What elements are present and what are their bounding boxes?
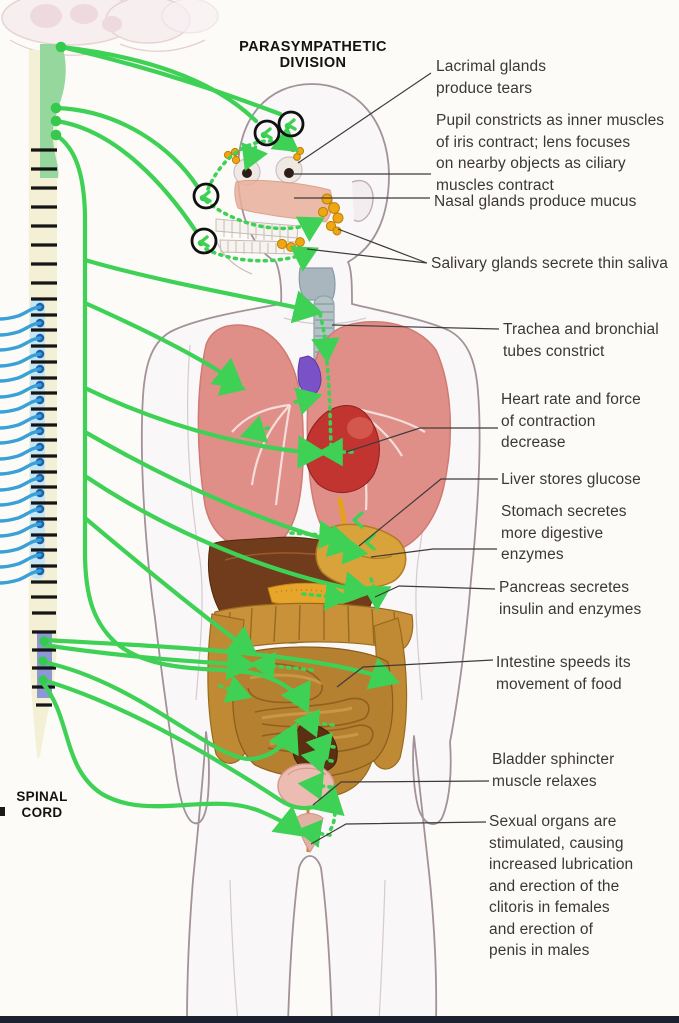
label-heart-rate: Heart rate and force of contraction decr… xyxy=(501,391,641,451)
larynx xyxy=(298,267,336,301)
label-pancreas: Pancreas secretes insulin and enzymes xyxy=(499,579,642,618)
parasympathetic-nerves xyxy=(38,41,400,848)
parotid-gland xyxy=(317,193,344,236)
pterygopalatine-ganglion xyxy=(192,182,220,210)
label-trachea: Trachea and bronchial tubes constrict xyxy=(503,321,659,360)
cropped-text-fragment xyxy=(0,807,5,816)
ganglion-2 xyxy=(277,110,305,138)
nose-maxilla xyxy=(234,179,333,223)
ear xyxy=(351,179,374,222)
label-salivary-glands: Salivary glands secrete thin saliva xyxy=(431,255,668,272)
label-pupil: Pupil constricts as inner muscles of iri… xyxy=(436,112,665,194)
brain-section-sketch xyxy=(1,0,219,56)
face-details xyxy=(213,156,374,275)
vertebra-ticks xyxy=(31,148,57,707)
right-eye xyxy=(284,168,294,178)
submandibular-ganglion xyxy=(190,227,218,255)
label-nasal-glands: Nasal glands produce mucus xyxy=(434,193,637,210)
spinal-cord-label: SPINAL CORD xyxy=(16,789,68,820)
ganglion-circles xyxy=(190,110,305,255)
label-liver: Liver stores glucose xyxy=(501,471,641,488)
label-bladder: Bladder sphincter muscle relaxes xyxy=(492,751,615,790)
ciliary-ganglion xyxy=(253,119,281,147)
left-eye xyxy=(242,168,252,178)
leader-lines xyxy=(292,72,500,845)
label-stomach: Stomach secretes more digestive enzymes xyxy=(501,503,627,563)
nerve-root-dots xyxy=(38,41,67,685)
diagram-title: PARASYMPATHETIC DIVISION xyxy=(239,39,387,71)
page-bottom-edge xyxy=(0,1016,679,1023)
label-intestine: Intestine speeds its movement of food xyxy=(496,654,631,693)
label-sexual-organs: Sexual organs are stimulated, causing in… xyxy=(489,813,634,959)
label-lacrimal-glands: Lacrimal glands produce tears xyxy=(436,58,547,97)
